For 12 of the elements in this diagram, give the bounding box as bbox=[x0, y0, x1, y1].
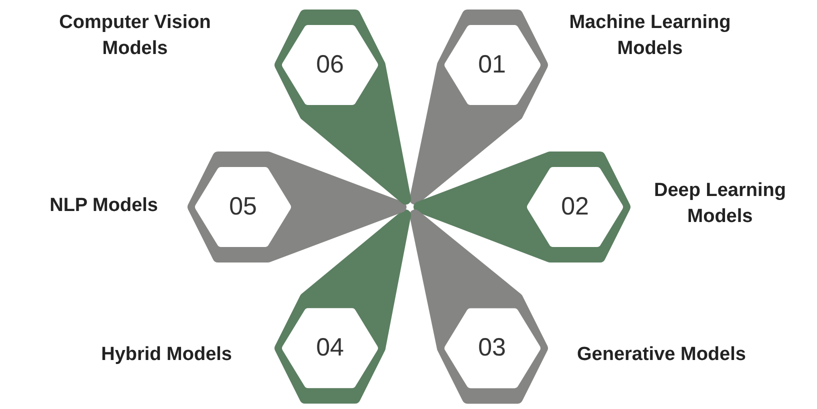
model-label: Hybrid Models bbox=[100, 343, 232, 367]
model-label: NLP Models bbox=[48, 194, 158, 218]
model-label: Generative Models bbox=[577, 343, 747, 367]
model-label: Computer Vision Models bbox=[58, 11, 212, 61]
step-number: 06 bbox=[316, 50, 344, 80]
model-label: Deep Learning Models bbox=[653, 179, 787, 229]
step-number: 02 bbox=[561, 192, 589, 222]
step-number: 04 bbox=[316, 333, 344, 362]
step-number: 05 bbox=[229, 192, 257, 222]
step-number: 03 bbox=[478, 333, 506, 362]
step-number: 01 bbox=[478, 50, 506, 80]
model-label: Machine Learning Models bbox=[568, 11, 732, 61]
